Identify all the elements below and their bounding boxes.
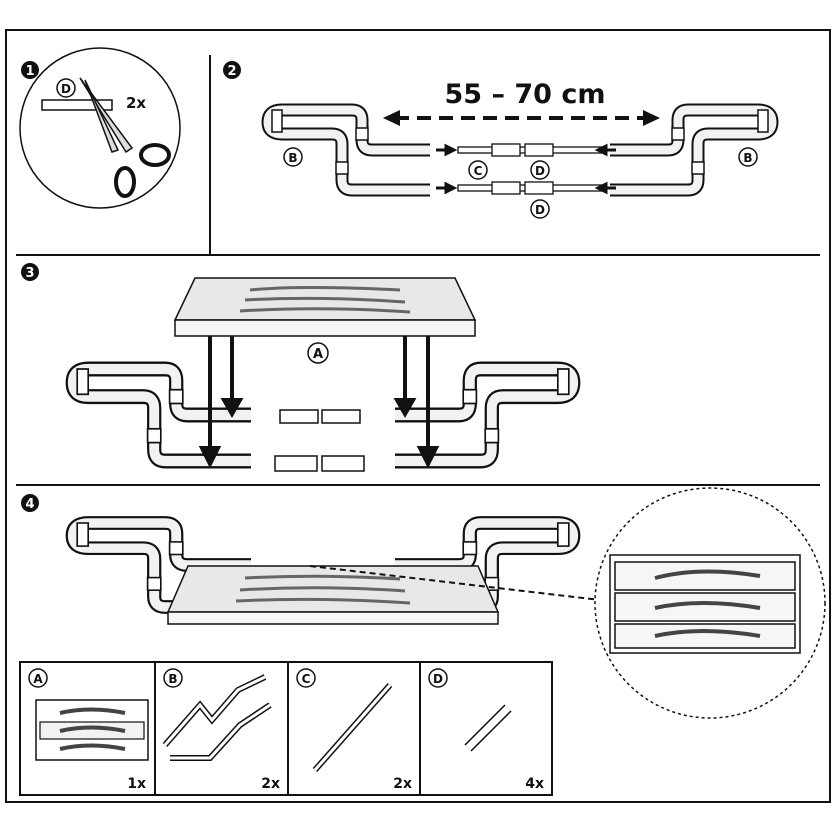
- detail-circle: [19, 47, 181, 209]
- part-label-d: D: [535, 164, 545, 178]
- parts-table: A 1x B 2x C 2x D 4x: [19, 661, 553, 796]
- part-label-d: D: [535, 203, 545, 217]
- part-label-c: C: [474, 164, 483, 178]
- connector-d-part-icon: [464, 704, 512, 752]
- step-4: 4: [21, 487, 826, 719]
- part-label-b: B: [743, 151, 752, 165]
- step-number: 4: [25, 497, 34, 512]
- part-label: D: [433, 672, 443, 686]
- part-label-a: A: [313, 347, 323, 362]
- down-arrows: [198, 336, 440, 469]
- frame-part-icon: [162, 674, 272, 761]
- step-number-badge: [21, 61, 39, 79]
- step-number: 1: [25, 64, 34, 79]
- quantity-label: 2x: [261, 776, 280, 792]
- quantity-label: 2x: [393, 776, 412, 792]
- seat-detail: [609, 554, 801, 654]
- part-label-b: B: [288, 151, 297, 165]
- step-number: 3: [25, 266, 34, 281]
- quantity-label: 4x: [525, 776, 544, 792]
- seat-part-icon: [35, 699, 149, 761]
- rods-c-d: [436, 143, 616, 195]
- step-number: 2: [227, 64, 236, 79]
- seat-a: [173, 277, 477, 337]
- part-d-rod: [41, 99, 113, 111]
- quantity-label: 1x: [127, 776, 146, 792]
- seat-a-mounted: [166, 565, 500, 625]
- part-label: C: [302, 672, 311, 686]
- rod-c-part-icon: [312, 683, 393, 772]
- quantity-label: 2x: [126, 94, 146, 112]
- part-label: D: [61, 82, 71, 96]
- scissors-icon: [79, 77, 171, 198]
- frame-b-left: [73, 369, 251, 461]
- outer-border: [5, 29, 831, 803]
- step-3: 3 A: [21, 263, 573, 472]
- part-label: B: [168, 672, 177, 686]
- dimension-label: 55 – 70 cm: [445, 79, 606, 110]
- part-label: A: [33, 672, 43, 686]
- step-1: 1 D 2x: [19, 47, 181, 209]
- step-2: 2 55 – 70 cm B C D D B: [223, 61, 772, 219]
- dimension-arrow: [383, 110, 660, 126]
